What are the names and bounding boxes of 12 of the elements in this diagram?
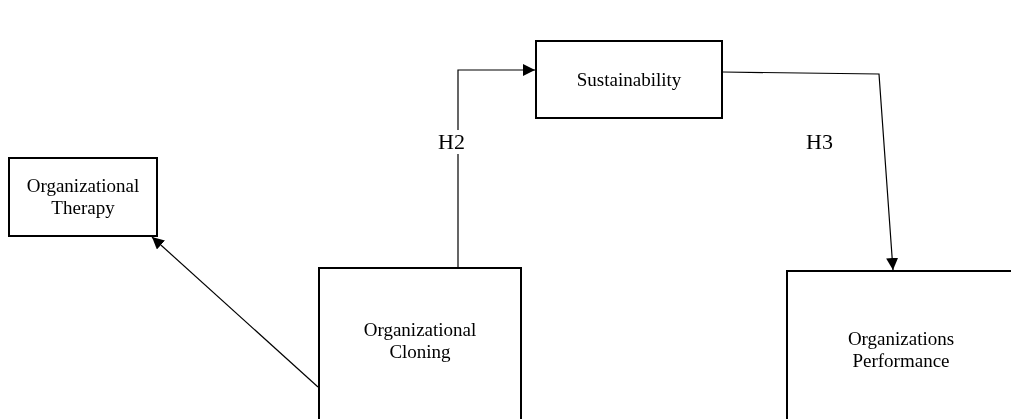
edge-label: H2 bbox=[438, 130, 465, 154]
process-box bbox=[8, 157, 158, 237]
box-label: Sustainability bbox=[576, 68, 682, 91]
box-label: Organizational Therapy bbox=[25, 175, 141, 219]
box-label: Organizational Cloning bbox=[362, 319, 478, 363]
process-box bbox=[535, 40, 723, 119]
box-label: Organizations Performance bbox=[846, 328, 956, 372]
arrow bbox=[457, 64, 536, 268]
process-box bbox=[786, 270, 1011, 419]
process-box bbox=[318, 267, 522, 419]
arrow bbox=[722, 71, 899, 271]
arrow bbox=[151, 236, 319, 388]
